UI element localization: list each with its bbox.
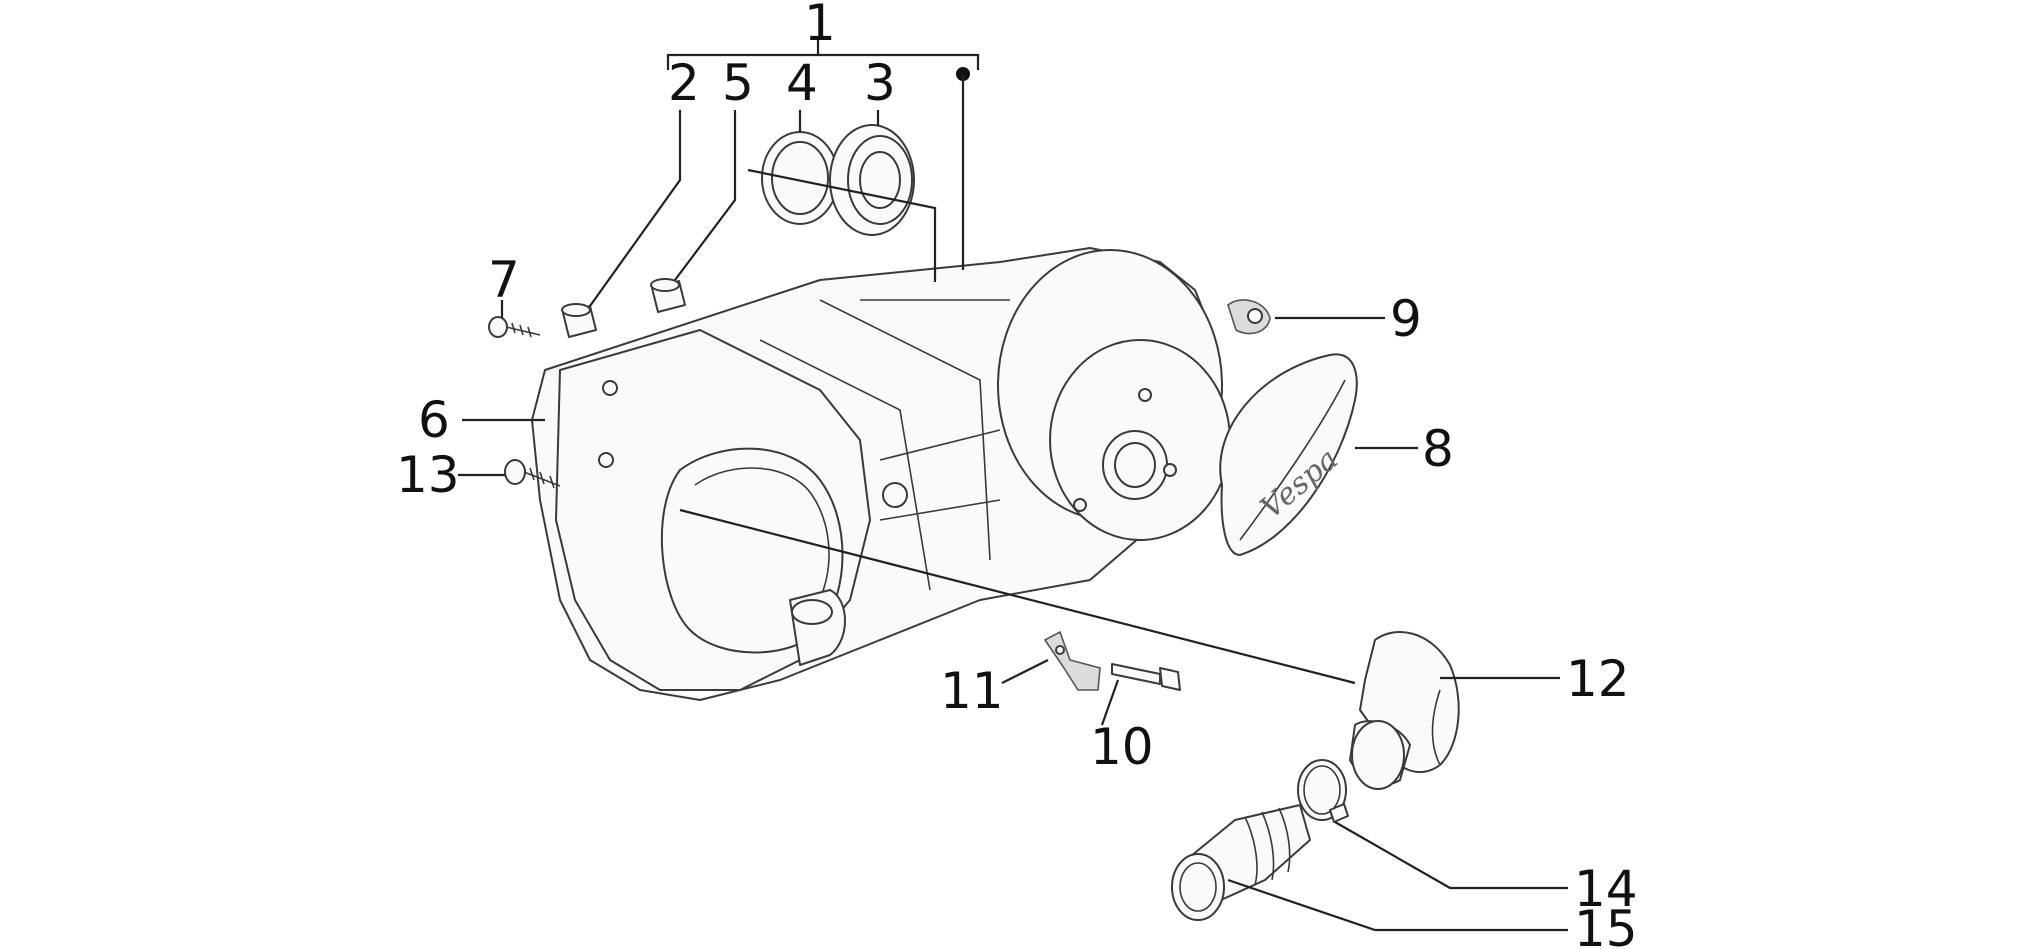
bolt-10 bbox=[1111, 663, 1181, 691]
air-duct-12 bbox=[1349, 631, 1460, 790]
callout-1: 1 bbox=[804, 0, 836, 52]
hose-clamp-14 bbox=[1297, 759, 1349, 823]
callout-3: 3 bbox=[864, 54, 896, 112]
callout-7: 7 bbox=[488, 251, 520, 309]
bellows-hose-15 bbox=[1171, 804, 1311, 921]
callout-6: 6 bbox=[418, 391, 450, 449]
logo-cover-8: Vespa bbox=[1219, 353, 1358, 556]
dowel-pin-5 bbox=[650, 278, 686, 313]
callout-11: 11 bbox=[940, 662, 1004, 720]
circlip-ring-4 bbox=[761, 131, 839, 225]
leader-lines bbox=[458, 40, 1568, 932]
callout-12: 12 bbox=[1566, 650, 1630, 708]
callout-9: 9 bbox=[1390, 290, 1422, 348]
screw-13 bbox=[504, 459, 561, 489]
callout-2: 2 bbox=[668, 54, 700, 112]
bracket-11 bbox=[1043, 630, 1101, 691]
screw-7 bbox=[488, 316, 541, 338]
callout-13: 13 bbox=[396, 446, 460, 504]
plug-9 bbox=[1227, 299, 1271, 335]
bearing-3 bbox=[829, 124, 915, 236]
callout-numbers: 1 2 5 4 3 7 6 13 9 8 11 10 12 14 15 bbox=[396, 0, 1638, 949]
transmission-cover bbox=[531, 247, 1231, 701]
callout-8: 8 bbox=[1422, 420, 1454, 478]
callout-15: 15 bbox=[1574, 900, 1638, 949]
callout-14: 14 bbox=[1574, 860, 1638, 918]
dowel-pin-2 bbox=[561, 303, 597, 338]
callout-10: 10 bbox=[1090, 718, 1154, 776]
callout-5: 5 bbox=[722, 54, 754, 112]
callout-4: 4 bbox=[786, 54, 818, 112]
